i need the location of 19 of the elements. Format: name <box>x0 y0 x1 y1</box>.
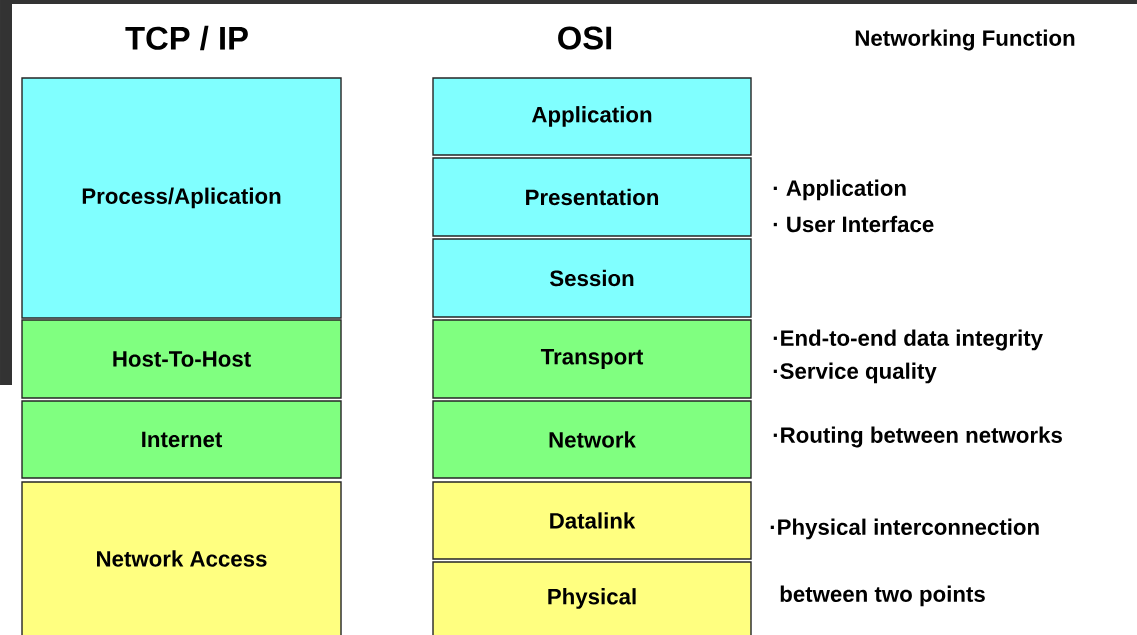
layer-box: Transport <box>432 319 752 399</box>
column-heading: Networking Function <box>855 29 1075 51</box>
layer-box: Network Access <box>21 481 342 635</box>
function-text: ·End-to-end data integrity <box>773 329 1043 351</box>
layer-box: Network <box>432 400 752 479</box>
layer-box: Presentation <box>432 157 752 237</box>
function-text: · User Interface <box>773 215 934 233</box>
function-text: ·Service quality <box>773 362 937 384</box>
layer-box: Physical <box>432 561 752 635</box>
layer-box: Host-To-Host <box>21 319 342 399</box>
layer-box: Process/Aplication <box>21 77 342 319</box>
layer-box: Internet <box>21 400 342 479</box>
layer-box: Datalink <box>432 481 752 560</box>
function-text: ·Physical interconnection <box>770 518 1039 540</box>
function-text: ·Routing between networks <box>773 426 1062 448</box>
function-text: between two points <box>780 585 985 607</box>
layer-box: Application <box>432 77 752 156</box>
layer-box: Session <box>432 238 752 318</box>
function-text: · Application <box>773 179 906 201</box>
